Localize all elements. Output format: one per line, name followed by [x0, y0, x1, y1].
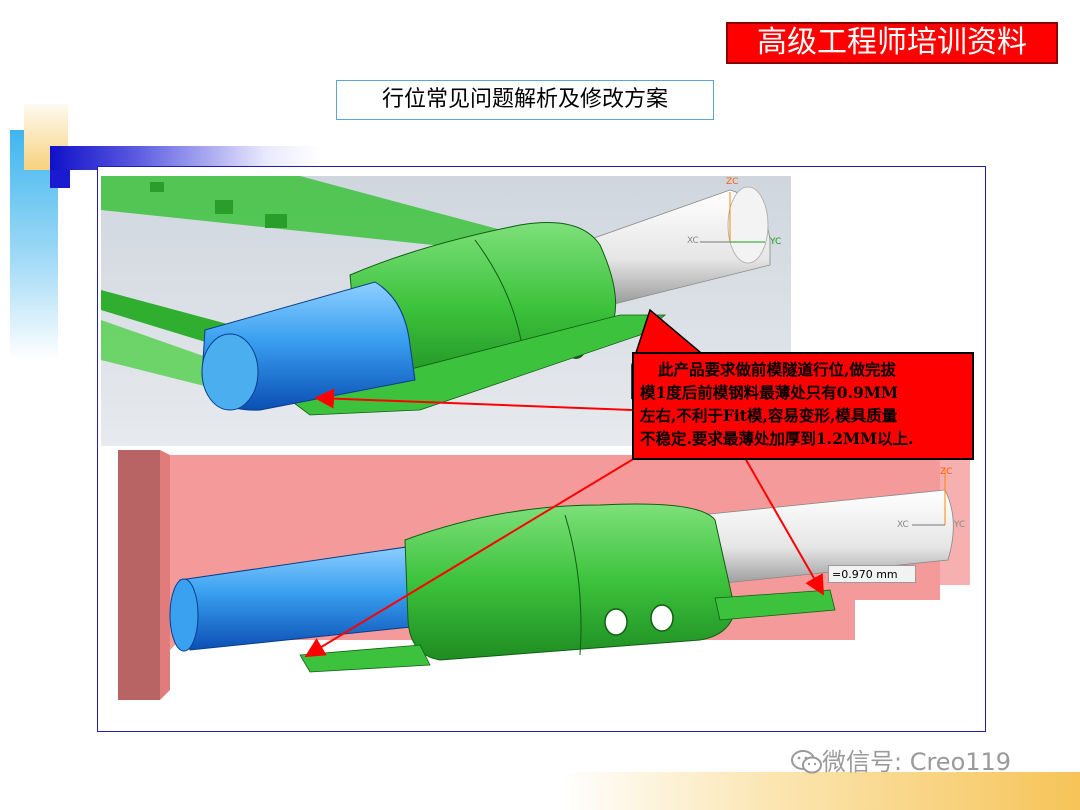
annotation-line: 此产品要求做前模隧道行位,做完拔: [658, 360, 896, 379]
top-view: [101, 176, 791, 446]
arrow-to-bottom-thin-wall: [304, 454, 641, 658]
annotation-line: 模1度后前模钢料最薄处只有0.9MM: [640, 383, 899, 402]
axis-triad-top: [700, 192, 765, 243]
axis-triad-bottom: [912, 470, 946, 526]
axis-x-label-top: XC: [687, 236, 699, 246]
template-blue-block: [50, 170, 70, 188]
annotation-callout: 此产品要求做前模隧道行位,做完拔 模1度后前模钢料最薄处只有0.9MM 左右,不…: [632, 352, 974, 460]
axis-x-label-bottom: XC: [897, 520, 909, 530]
template-bottom-band: [560, 772, 1080, 810]
arrow-to-top-thin-wall: [314, 388, 633, 411]
axis-y-label-top: YC: [770, 237, 782, 247]
measurement-readout: =0.970 mm: [828, 565, 916, 583]
watermark-text: 微信号: Creo119: [822, 748, 1012, 776]
arrow-to-measurement: [744, 457, 824, 596]
axis-z-label-bottom: ZC: [940, 467, 953, 477]
slide-title: 行位常见问题解析及修改方案: [336, 80, 714, 120]
bottom-view: [118, 446, 974, 718]
wechat-icon: [791, 750, 822, 774]
header-badge: 高级工程师培训资料: [726, 22, 1058, 64]
annotation-line: 不稳定.要求最薄处加厚到1.2MM以上.: [640, 429, 914, 448]
annotation-line: 左右,不利于Fit模,容易变形,模具质量: [640, 406, 898, 425]
axis-y-label-bottom: YC: [954, 520, 966, 530]
axis-z-label-top: ZC: [726, 177, 739, 187]
